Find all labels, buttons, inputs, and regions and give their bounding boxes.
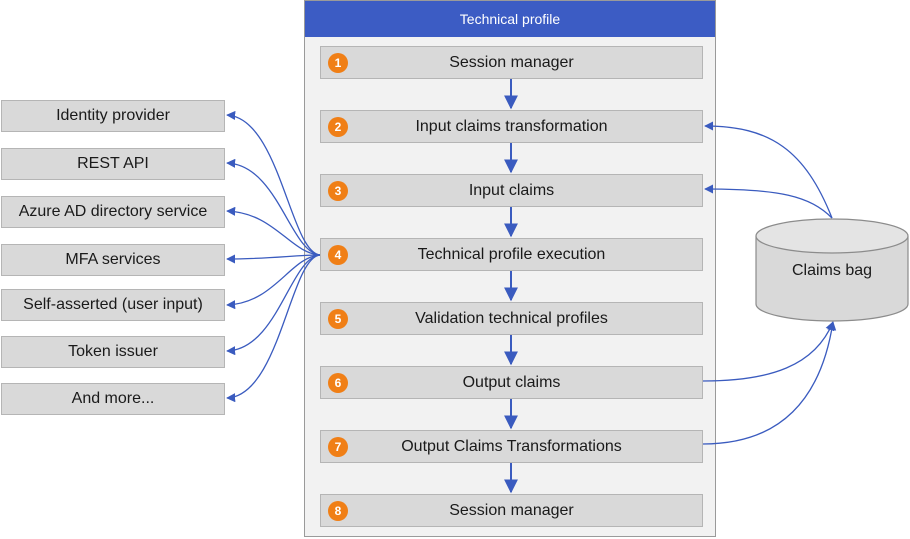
source-mfa-services: MFA services <box>1 244 225 276</box>
fan-arrow-self-asserted <box>226 254 321 310</box>
step-output-claims: 6 Output claims <box>320 366 703 399</box>
step-badge: 6 <box>328 373 348 393</box>
step-session-manager-start: 1 Session manager <box>320 46 703 79</box>
step-badge: 5 <box>328 309 348 329</box>
step-validation-technical-profiles: 5 Validation technical profiles <box>320 302 703 335</box>
step-badge: 3 <box>328 181 348 201</box>
step-badge: 8 <box>328 501 348 521</box>
fan-arrow-and-more <box>226 254 321 403</box>
source-azure-ad-directory: Azure AD directory service <box>1 196 225 228</box>
step-label: Technical profile execution <box>417 245 606 263</box>
panel-title: Technical profile <box>305 1 715 37</box>
bag-to-input-claims-arrow <box>704 184 833 219</box>
step-input-claims-transformation: 2 Input claims transformation <box>320 110 703 143</box>
fan-arrow-rest-api <box>226 158 321 256</box>
claims-bag-label: Claims bag <box>791 262 873 279</box>
step-badge: 2 <box>328 117 348 137</box>
step-label: Input claims <box>468 181 555 199</box>
fan-arrow-mfa <box>226 254 321 264</box>
fan-arrow-identity-provider <box>226 110 321 256</box>
step-label: Session manager <box>449 501 574 519</box>
step-session-manager-end: 8 Session manager <box>320 494 703 527</box>
output-claims-to-bag-arrow <box>702 321 835 382</box>
source-self-asserted: Self-asserted (user input) <box>1 289 225 321</box>
source-token-issuer: Token issuer <box>1 336 225 368</box>
step-label: Output claims <box>462 373 561 391</box>
source-rest-api: REST API <box>1 148 225 180</box>
claims-bag-cylinder <box>755 218 909 322</box>
step-badge: 4 <box>328 245 348 265</box>
step-badge: 7 <box>328 437 348 457</box>
source-fan-arrows <box>226 110 321 403</box>
bag-to-input-transform-arrow <box>704 121 833 219</box>
step-label: Input claims transformation <box>415 117 608 135</box>
source-identity-provider: Identity provider <box>1 100 225 132</box>
fan-arrow-azure-ad <box>226 206 321 256</box>
step-label: Output Claims Transformations <box>401 437 622 455</box>
source-and-more: And more... <box>1 383 225 415</box>
output-transform-to-bag-arrow <box>702 321 837 445</box>
step-label: Session manager <box>449 53 574 71</box>
step-output-claims-transformations: 7 Output Claims Transformations <box>320 430 703 463</box>
claims-bag-arrows <box>702 121 837 445</box>
step-badge: 1 <box>328 53 348 73</box>
step-input-claims: 3 Input claims <box>320 174 703 207</box>
fan-arrow-token-issuer <box>226 254 321 356</box>
step-technical-profile-execution: 4 Technical profile execution <box>320 238 703 271</box>
step-label: Validation technical profiles <box>415 309 608 327</box>
